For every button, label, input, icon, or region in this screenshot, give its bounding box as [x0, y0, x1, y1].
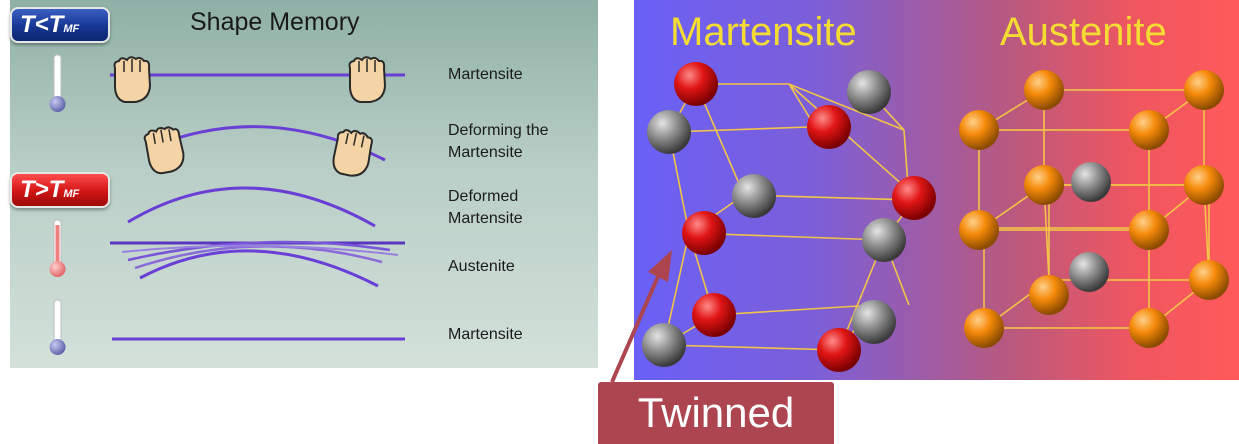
crystal-structure-panel: Martensite Austenite [634, 0, 1239, 380]
austenite-title: Austenite [1000, 10, 1167, 54]
panel-title: Shape Memory [190, 8, 360, 36]
wire-deformed [127, 186, 376, 228]
badge-below-mf: T<T MF [10, 7, 110, 43]
step-label-3: Deformed Martensite [448, 186, 523, 230]
step-label-1-line1: Martensite [448, 66, 523, 83]
step-label-4: Austenite [448, 256, 515, 278]
hand-icon-left [113, 56, 152, 103]
austenite-atoms [959, 70, 1229, 348]
thermometer-hot-icon [49, 219, 66, 277]
hand-icon-right-bending [332, 129, 373, 177]
wire-recovering-group [110, 240, 405, 288]
step-label-3-line1: Deformed [448, 188, 519, 205]
hand-icon-left-bending [143, 126, 185, 175]
step-label-4-line1: Austenite [448, 258, 515, 275]
step-label-3-line2: Martensite [448, 210, 523, 227]
step-label-5: Martensite [448, 324, 523, 346]
step-label-2-line1: Deforming the [448, 122, 549, 139]
martensite-title: Martensite [670, 10, 857, 54]
shape-memory-panel: Shape Memory T<T MF T>T MF Martensite De… [10, 0, 598, 368]
badge-above-mf: T>T MF [10, 172, 110, 208]
twinned-callout: Twinned [598, 382, 834, 444]
twinned-label: Twinned [637, 389, 795, 436]
left-illustration [49, 54, 405, 355]
step-label-2: Deforming the Martensite [448, 120, 549, 164]
thermometer-cold-icon [49, 54, 66, 112]
austenite-lattice-lines [978, 89, 1210, 329]
step-label-2-line2: Martensite [448, 144, 523, 161]
step-label-1: Martensite [448, 64, 523, 86]
hand-icon-right [348, 56, 387, 103]
badge-below-mf-label: T<T [20, 11, 64, 38]
crystal-lattice-illustration [642, 62, 1229, 372]
step-label-5-line1: Martensite [448, 326, 523, 343]
badge-above-mf-subscript: MF [63, 188, 80, 200]
badge-below-mf-subscript: MF [63, 23, 80, 35]
thermometer-cold-icon-bottom [49, 299, 66, 355]
badge-above-mf-label: T>T [20, 176, 64, 203]
